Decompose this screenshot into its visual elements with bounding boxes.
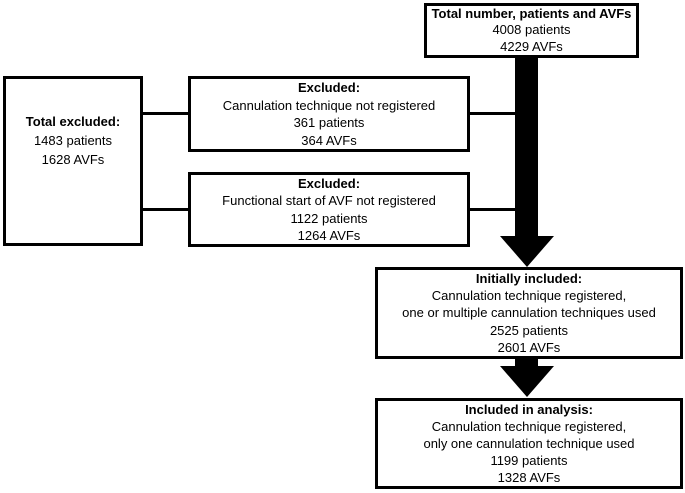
patients-count: 4008 patients [492, 22, 571, 38]
down-arrow-icon [500, 366, 554, 397]
down-arrow-shaft [515, 56, 538, 237]
patients-count: 1199 patients [490, 453, 568, 468]
patients-count: 2525 patients [489, 322, 569, 338]
connector-line [141, 112, 190, 115]
criteria-line: only one cannulation technique used [423, 436, 635, 451]
avfs-count: 1628 AVFs [41, 151, 105, 167]
avfs-count: 1328 AVFs [497, 470, 561, 485]
criteria-line: Cannulation technique registered, [431, 419, 627, 434]
down-arrow-icon [500, 236, 554, 267]
patients-count: 1483 patients [33, 132, 113, 148]
box-excluded-functional-start-not-registered: Excluded: Functional start of AVF not re… [188, 172, 470, 247]
avfs-count: 1264 AVFs [297, 228, 361, 243]
box-total-excluded: Total excluded: 1483 patients 1628 AVFs [3, 76, 143, 246]
box-title: Initially included: [475, 271, 583, 286]
avfs-count: 364 AVFs [301, 132, 357, 148]
connector-line [468, 112, 526, 115]
down-arrow-shaft [515, 357, 538, 367]
box-total-number: Total number, patients and AVFs 4008 pat… [424, 3, 639, 58]
criteria-line: Cannulation technique registered, [431, 288, 627, 304]
patients-count: 1122 patients [290, 210, 368, 226]
criteria-line: one or multiple cannulation techniques u… [402, 305, 656, 321]
exclusion-reason: Functional start of AVF not registered [222, 193, 436, 208]
connector-line [141, 208, 190, 211]
avfs-count: 4229 AVFs [500, 38, 563, 54]
box-excluded-cannulation-not-registered: Excluded: Cannulation technique not regi… [188, 76, 470, 152]
connector-line [468, 208, 526, 211]
box-initially-included: Initially included: Cannulation techniqu… [375, 267, 683, 359]
box-included-in-analysis: Included in analysis: Cannulation techni… [375, 398, 683, 489]
box-title: Excluded: [297, 175, 361, 191]
box-title: Total number, patients and AVFs [431, 5, 632, 21]
box-title: Included in analysis: [465, 402, 593, 417]
avfs-count: 2601 AVFs [497, 339, 561, 355]
box-title: Total excluded: [25, 113, 121, 129]
box-title: Excluded: [297, 80, 361, 95]
patients-count: 361 patients [293, 115, 365, 130]
exclusion-reason: Cannulation technique not registered [222, 97, 436, 113]
